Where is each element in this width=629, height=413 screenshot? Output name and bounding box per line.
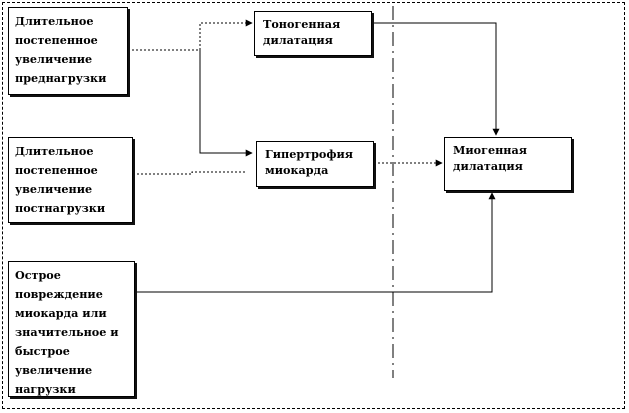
chronic-preload-box: Длительное постепенное увеличение предна… xyxy=(8,7,128,95)
afterload-to-hypertrophy-connector xyxy=(133,171,247,175)
chronic-afterload-box: Длительное постепенное увеличение постна… xyxy=(8,137,133,223)
tonogenic-to-myogenic-connector xyxy=(372,22,500,136)
myocardial-hypertrophy-box: Гипертрофия миокарда xyxy=(256,141,374,187)
acute-damage-box: Острое повреждение миокарда или значител… xyxy=(8,261,135,397)
dashed-outer-frame xyxy=(2,2,625,409)
preload-to-tonogenic-connector xyxy=(128,19,253,51)
preload-to-hypertrophy-connector xyxy=(199,50,253,157)
tonogenic-dilation-box: Тоногенная дилатация xyxy=(254,11,372,56)
myogenic-dilation-box: Миогенная дилатация xyxy=(444,137,572,191)
acute-to-myogenic-connector xyxy=(135,192,496,293)
